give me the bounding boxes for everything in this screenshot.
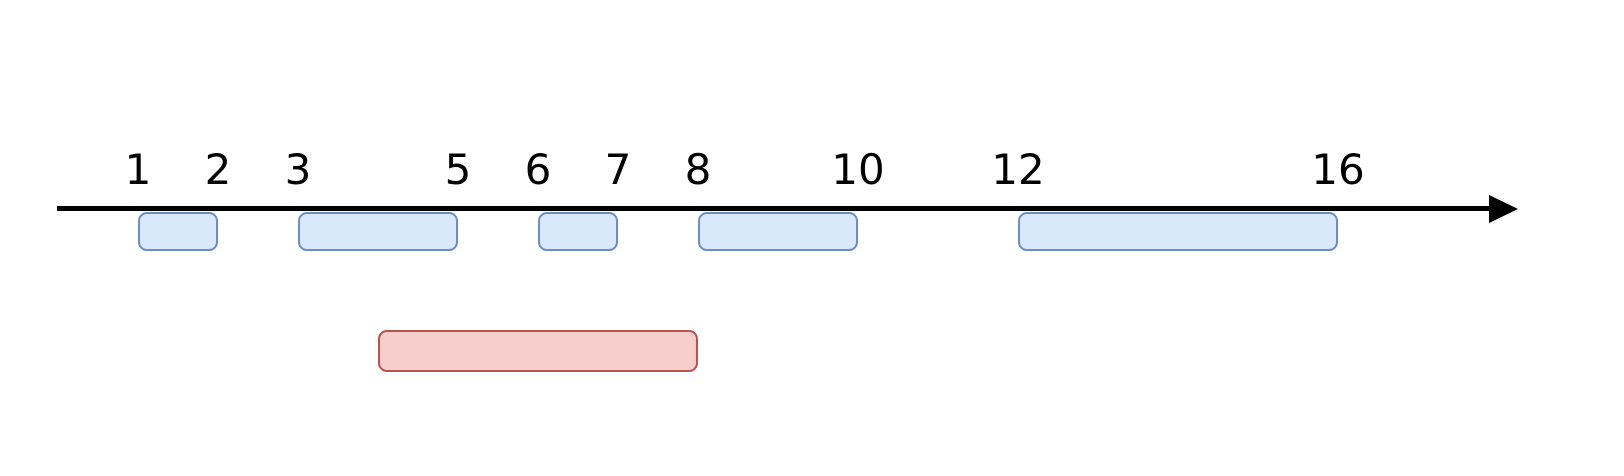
- axis-tick-label-12: 12: [991, 145, 1045, 194]
- axis-arrowhead-icon: [1489, 194, 1518, 223]
- interval-3-5: [298, 212, 458, 251]
- interval-1-2: [138, 212, 218, 251]
- axis-tick-label-2: 2: [204, 145, 232, 194]
- axis-tick-label-3: 3: [284, 145, 312, 194]
- axis-tick-label-10: 10: [831, 145, 885, 194]
- axis-tick-label-1: 1: [124, 145, 152, 194]
- axis-tick-label-16: 16: [1311, 145, 1365, 194]
- interval-12-16: [1018, 212, 1338, 251]
- interval-8-10: [698, 212, 858, 251]
- axis-line: [57, 206, 1492, 211]
- axis-tick-label-8: 8: [684, 145, 712, 194]
- new-interval-4-8: [378, 330, 698, 372]
- axis-tick-label-7: 7: [604, 145, 632, 194]
- interval-6-7: [538, 212, 618, 251]
- axis-tick-label-5: 5: [444, 145, 472, 194]
- axis-tick-label-6: 6: [524, 145, 552, 194]
